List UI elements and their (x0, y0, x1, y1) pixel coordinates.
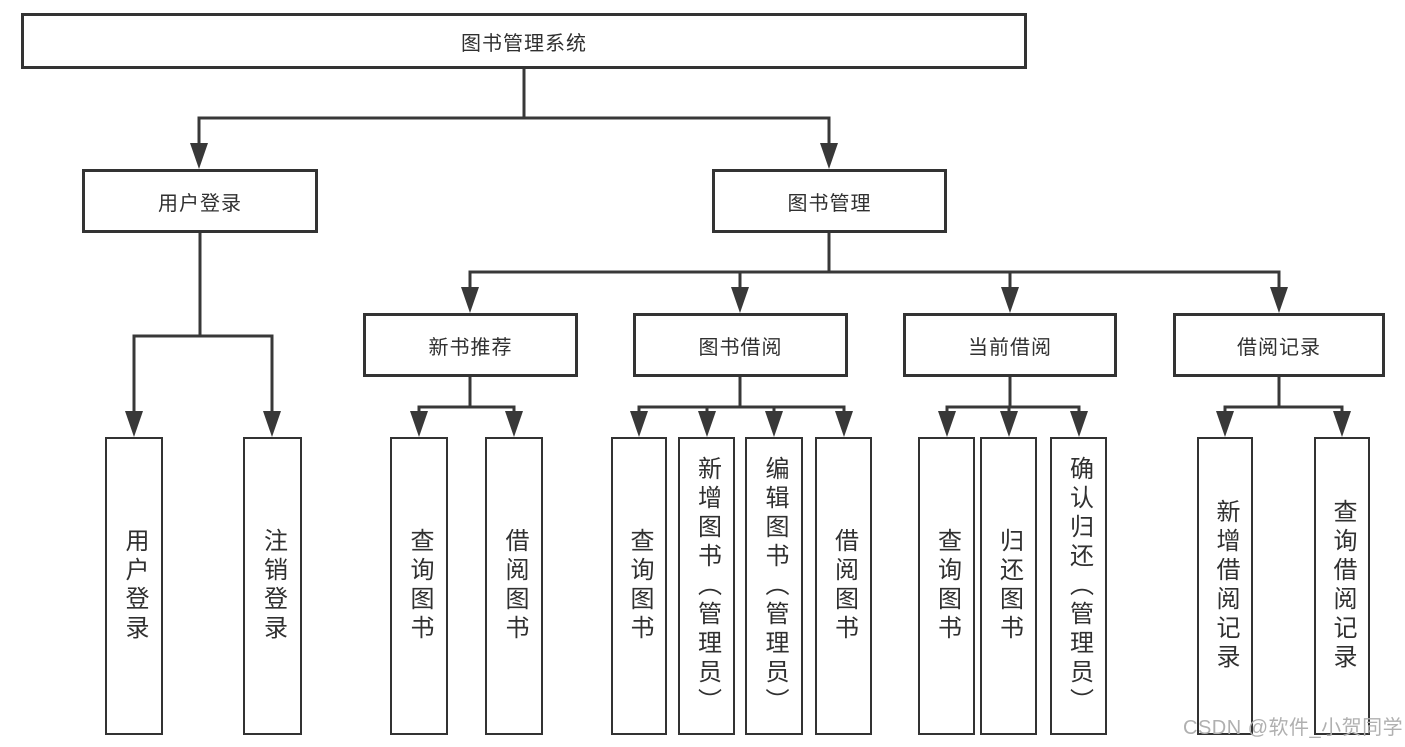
leaf-logout: 注销登录 (243, 437, 302, 735)
watermark: CSDN @软件_小贺同学 (1183, 717, 1404, 739)
leaf-borrow-books: 借阅图书 (815, 437, 872, 735)
leaf-return-books: 归还图书 (980, 437, 1037, 735)
leaf-user-login: 用户登录 (105, 437, 163, 735)
node-new-book-recommendation: 新书推荐 (363, 313, 578, 377)
leaf-add-books-admin: 新增图书（管理员） (678, 437, 735, 735)
leaf-add-borrow-record: 新增借阅记录 (1197, 437, 1253, 735)
leaf-confirm-return-admin: 确认归还（管理员） (1050, 437, 1107, 735)
leaf-query-books-current: 查询图书 (918, 437, 975, 735)
leaf-query-borrow-record: 查询借阅记录 (1314, 437, 1370, 735)
node-book-borrowing: 图书借阅 (633, 313, 848, 377)
leaf-query-books-new: 查询图书 (390, 437, 448, 735)
leaf-query-books-borrow: 查询图书 (611, 437, 667, 735)
arrowheads (125, 143, 1351, 437)
node-current-borrowing: 当前借阅 (903, 313, 1117, 377)
leaf-borrow-books-new: 借阅图书 (485, 437, 543, 735)
node-library-management-system: 图书管理系统 (21, 13, 1027, 69)
node-book-management: 图书管理 (712, 169, 947, 233)
node-borrowing-records: 借阅记录 (1173, 313, 1385, 377)
node-user-login: 用户登录 (82, 169, 318, 233)
leaf-edit-books-admin: 编辑图书（管理员） (745, 437, 803, 735)
